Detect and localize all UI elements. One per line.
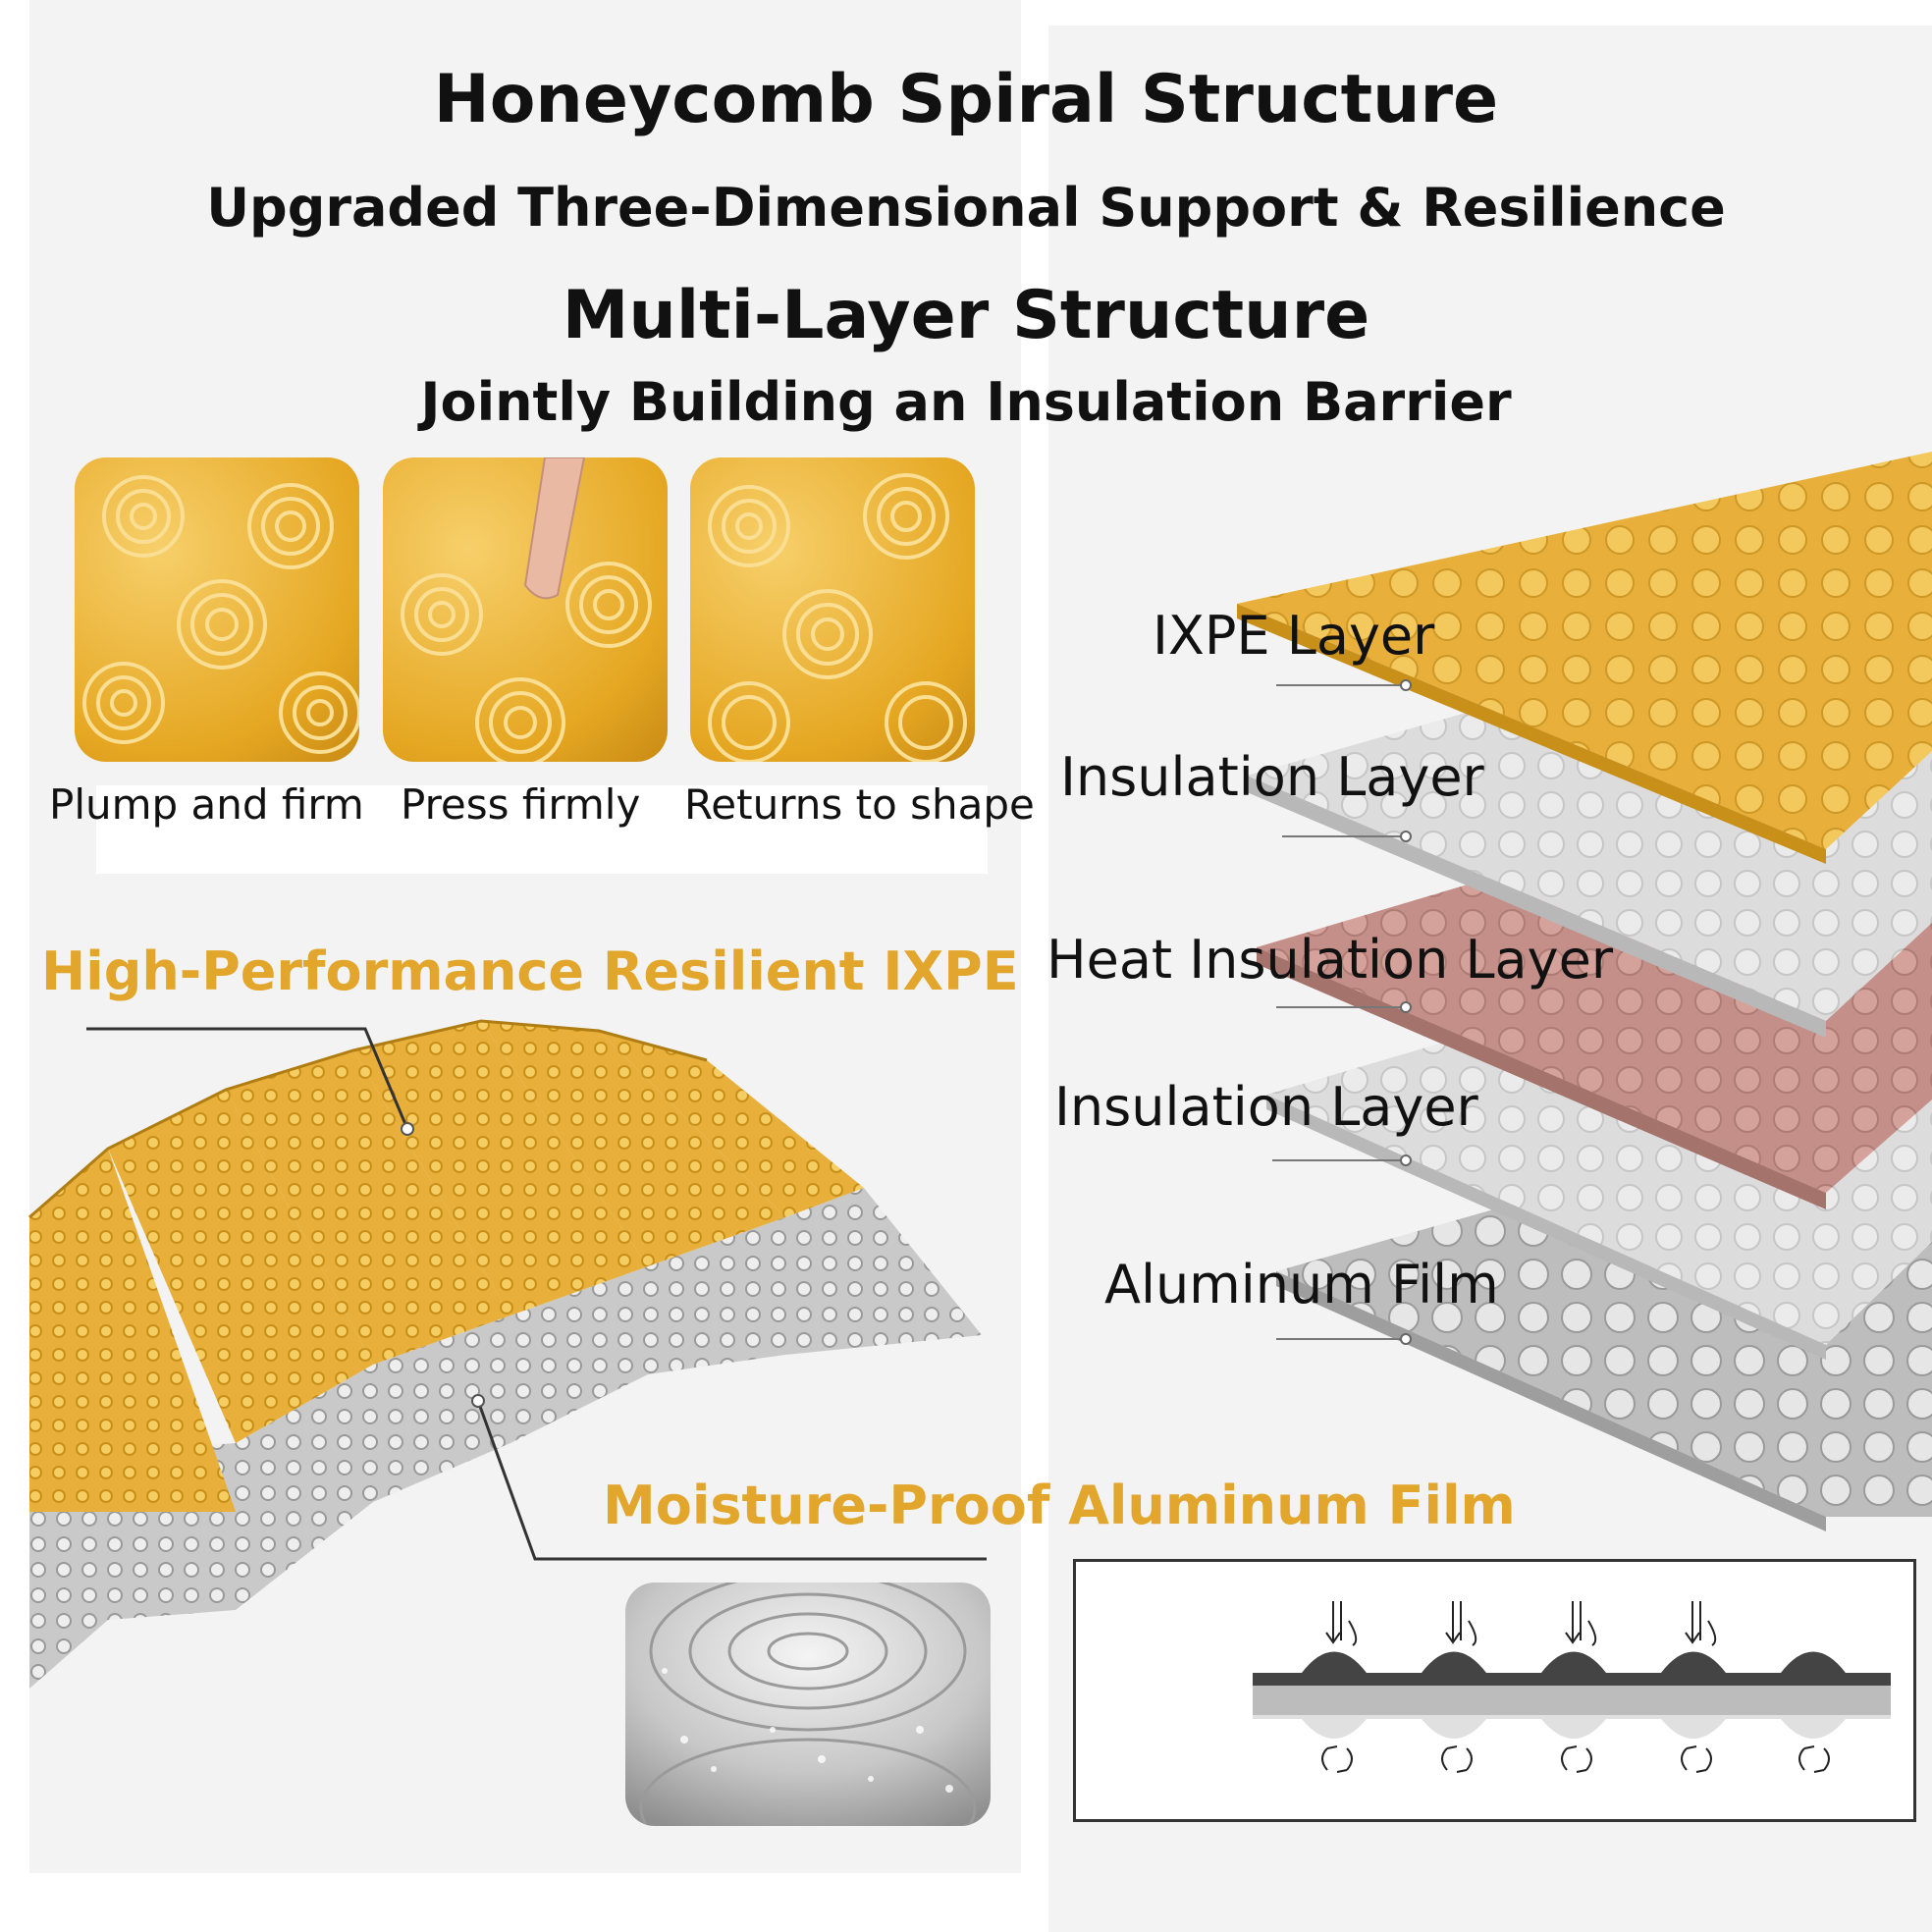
foam-bumps-image xyxy=(82,475,359,754)
caption-plump-firm: Plump and firm xyxy=(49,780,364,829)
layer-label-aluminum: Aluminum Film xyxy=(1104,1254,1499,1315)
tile-plump-firm xyxy=(75,457,359,762)
caption-returns-shape: Returns to shape xyxy=(684,780,1035,829)
main-title: Honeycomb Spiral Structure xyxy=(433,61,1499,138)
cross-section-diagram xyxy=(1073,1559,1916,1822)
layer-label-insulation-1: Insulation Layer xyxy=(1060,746,1484,808)
foam-restored-image xyxy=(708,473,967,762)
caption-press-firmly: Press firmly xyxy=(401,780,641,829)
subtitle-insulation: Jointly Building an Insulation Barrier xyxy=(420,371,1512,433)
subtitle-support: Upgraded Three-Dimensional Support & Res… xyxy=(206,177,1726,239)
circulation-arrows-icon xyxy=(1321,1745,1830,1773)
layer-label-insulation-2: Insulation Layer xyxy=(1054,1076,1478,1138)
layer-stack-image xyxy=(1237,452,1932,1531)
aluminum-callout: Moisture-Proof Aluminum Film xyxy=(603,1475,1516,1536)
layer-label-ixpe: IXPE Layer xyxy=(1153,605,1435,667)
aluminum-closeup-image xyxy=(625,1583,991,1826)
finger-icon xyxy=(523,457,586,600)
ixpe-callout: High-Performance Resilient IXPE xyxy=(41,940,1019,1002)
downward-heat-arrows-icon xyxy=(1325,1601,1717,1646)
foam-press-image xyxy=(401,457,652,762)
layer-label-heat-insulation: Heat Insulation Layer xyxy=(1046,929,1614,991)
caption-band xyxy=(96,785,988,874)
tile-returns-shape xyxy=(690,457,975,762)
folded-mat-image xyxy=(28,1019,982,1689)
multilayer-title: Multi-Layer Structure xyxy=(562,277,1370,354)
tile-press-firmly xyxy=(383,457,668,762)
